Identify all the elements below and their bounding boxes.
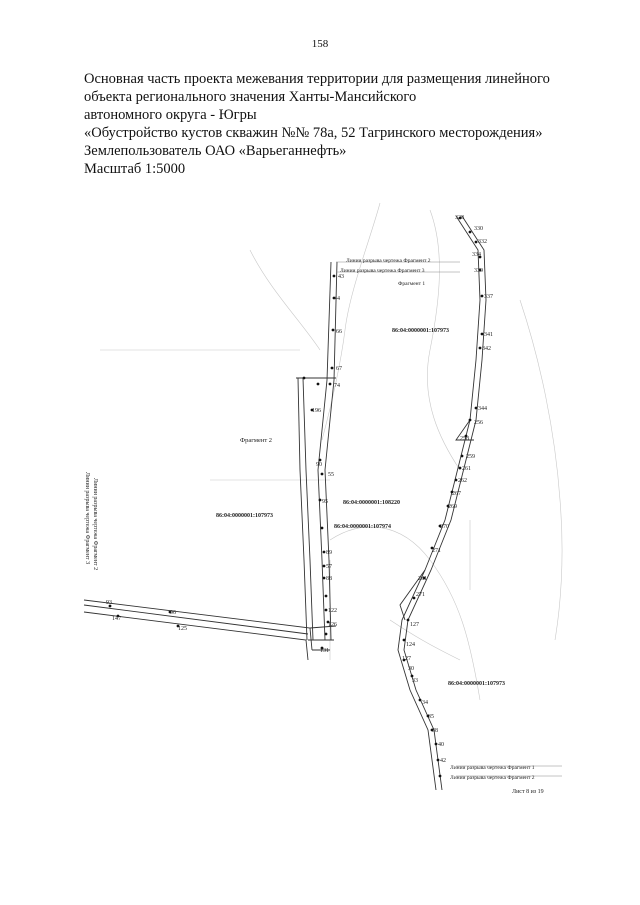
point-label: 93 xyxy=(106,600,112,606)
point-label: 44 xyxy=(334,296,340,302)
break-label-left-a: Линии разрыва чертежа Фрагмент 2 xyxy=(92,478,98,570)
break-label-top-a: Линии разрыва чертежа Фрагмент 2 xyxy=(346,258,431,264)
point-label: 35 xyxy=(428,714,434,720)
sheet-label: Лист 8 из 19 xyxy=(512,789,544,795)
point-label: 124 xyxy=(406,642,415,648)
heading-line-5: Землепользователь ОАО «Варьеганнефть» xyxy=(84,143,347,159)
point-label: 344 xyxy=(478,406,487,412)
heading-line-3: автономного округа - Югры xyxy=(84,107,257,123)
point-label: 196 xyxy=(312,408,321,414)
heading-line-4: «Обустройство кустов скважин №№ 78а, 52 … xyxy=(84,125,543,141)
point-label: 66 xyxy=(336,329,342,335)
point-label: 96 xyxy=(170,610,176,616)
point-label: 271 xyxy=(416,592,425,598)
point-label: 258 xyxy=(460,436,469,442)
point-label: 270 xyxy=(440,524,449,530)
point-label: 131 xyxy=(320,648,329,654)
survey-point-markers xyxy=(108,216,484,778)
point-label: 95 xyxy=(322,499,328,505)
point-label: 74 xyxy=(334,383,340,389)
point-label: 271 xyxy=(432,548,441,554)
point-label: 259 xyxy=(466,454,475,460)
point-label: 269 xyxy=(448,504,457,510)
point-label: 341 xyxy=(484,332,493,338)
break-label-bottom-b: Линии разрыва чертежа Фрагмент 2 xyxy=(450,775,535,781)
point-label: 43 xyxy=(338,274,344,280)
break-label-top-b: Линии разрыва чертежа Фрагмент 3 xyxy=(340,268,425,274)
point-label: 90 xyxy=(316,462,322,468)
heading-line-2: объекта регионального значения Ханты-Ман… xyxy=(84,89,417,105)
point-labels: 328 330 332 334 339 337 341 342 344 256 … xyxy=(106,215,493,764)
cadastral-label-1: 86:04:0000001:107973 xyxy=(392,328,449,334)
point-label: 328 xyxy=(455,215,464,221)
page-number: 158 xyxy=(311,38,329,50)
point-label: 125 xyxy=(178,626,187,632)
background-contours xyxy=(100,202,563,701)
point-label: 55 xyxy=(328,472,334,478)
point-label: 127 xyxy=(402,656,411,662)
cadastral-label-2: 86:04:0000001:108220 xyxy=(343,500,400,506)
corridor-east xyxy=(397,215,487,791)
heading-line-1: Основная часть проекта межевания террито… xyxy=(84,71,550,87)
point-label: 330 xyxy=(474,226,483,232)
point-label: 57 xyxy=(326,564,332,570)
point-label: 88 xyxy=(326,576,332,582)
break-label-bottom-a: Линии разрыва чертежа Фрагмент 1 xyxy=(450,765,535,771)
point-label: 262 xyxy=(458,478,467,484)
point-label: 281 xyxy=(418,576,427,582)
point-label: 40 xyxy=(438,742,444,748)
point-label: 89 xyxy=(326,550,332,556)
break-label-left-b: Линии разрыва чертежа Фрагмент 3 xyxy=(84,472,90,564)
point-label: 334 xyxy=(472,252,481,258)
cadastral-label-3: 86:04:0000001:107973 xyxy=(216,513,273,519)
point-label: 30 xyxy=(408,666,414,672)
point-label: 332 xyxy=(478,239,487,245)
cadastral-label-4: 86:04:0000001:107974 xyxy=(334,524,391,530)
point-label: 127 xyxy=(410,622,419,628)
point-label: 33 xyxy=(412,678,418,684)
point-label: 122 xyxy=(328,608,337,614)
point-label: 42 xyxy=(440,758,446,764)
point-label: 34 xyxy=(422,700,428,706)
break-label-top-c: Фрагмент 1 xyxy=(398,281,425,287)
point-label: 256 xyxy=(474,420,483,426)
point-label: 261 xyxy=(462,466,471,472)
break-lines xyxy=(336,261,562,777)
point-label: 147 xyxy=(112,616,121,622)
cadastral-label-5: 86:04:0000001:107973 xyxy=(448,681,505,687)
corridor-west xyxy=(83,261,338,661)
point-label: 126 xyxy=(328,622,337,628)
fragment-label: Фрагмент 2 xyxy=(240,437,272,444)
point-label: 337 xyxy=(484,294,493,300)
point-label: 38 xyxy=(432,728,438,734)
point-label: 342 xyxy=(482,346,491,352)
point-label: 267 xyxy=(452,491,461,497)
heading-line-6: Масштаб 1:5000 xyxy=(84,161,186,177)
document-heading: Основная часть проекта межевания террито… xyxy=(84,70,604,178)
point-label: 67 xyxy=(336,366,342,372)
point-label: 339 xyxy=(474,268,483,274)
